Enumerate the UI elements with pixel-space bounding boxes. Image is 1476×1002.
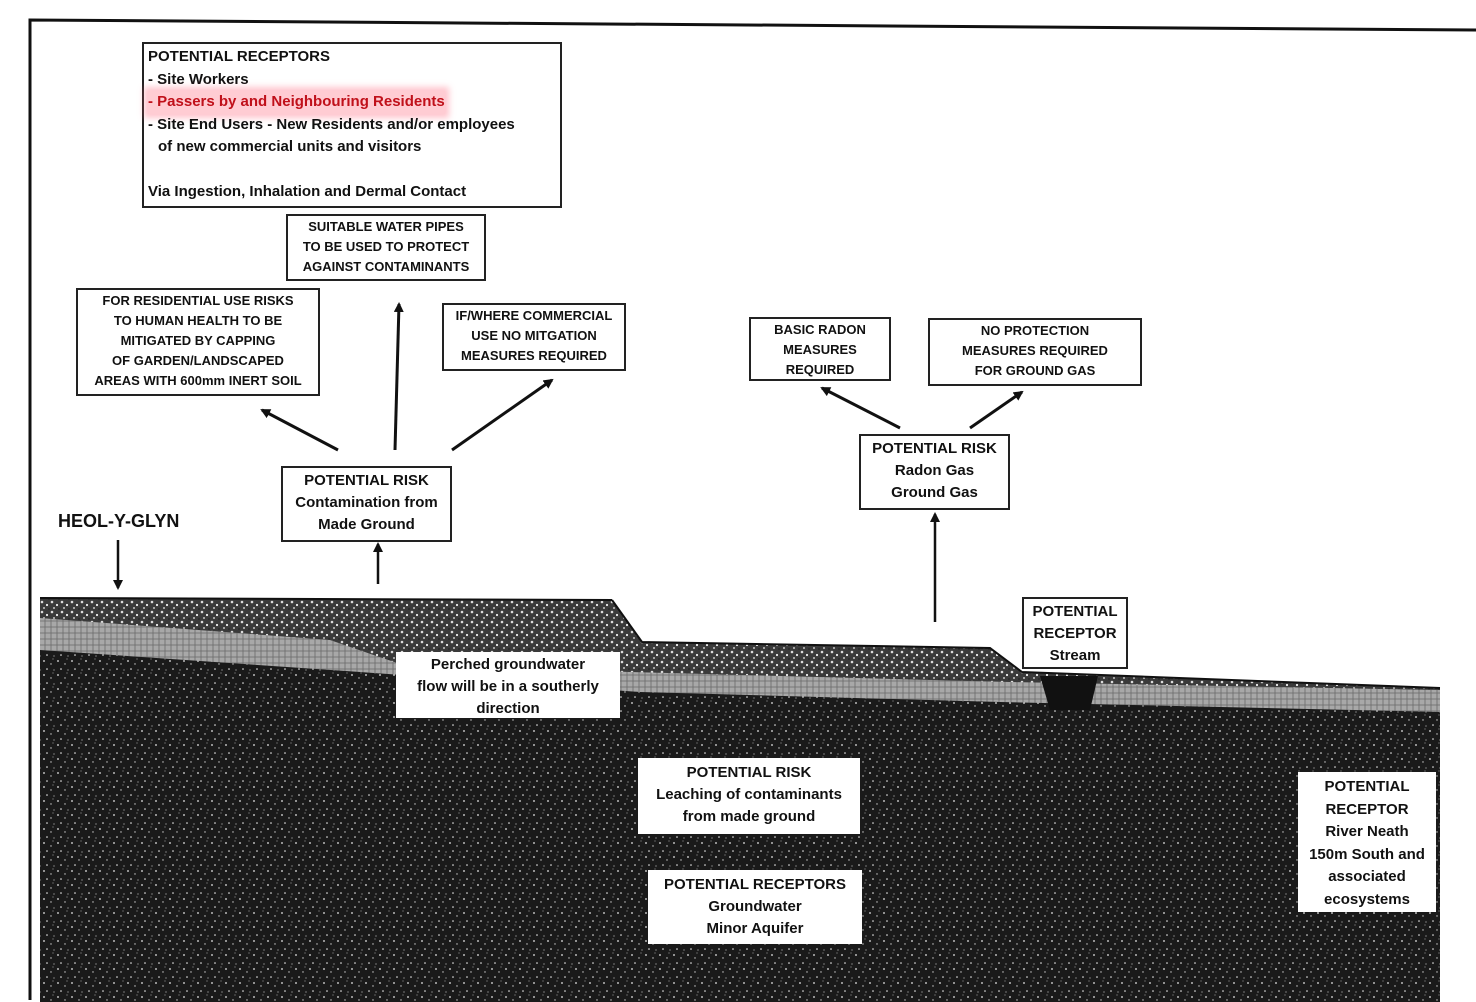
ground-surface-line bbox=[39, 597, 613, 601]
arrow-to-water-pipes bbox=[393, 302, 404, 451]
arrow-to-commercial bbox=[451, 378, 554, 452]
receptors-heading: POTENTIAL RECEPTORS bbox=[148, 48, 330, 65]
receptor-end-users: - Site End Users - New Residents and/or … bbox=[148, 115, 515, 133]
arrow-to-radon-measures bbox=[820, 386, 901, 430]
frame-border bbox=[28, 18, 1476, 1000]
receptor-stream-box: POTENTIAL RECEPTOR Stream bbox=[1022, 597, 1128, 669]
receptor-pathway: Via Ingestion, Inhalation and Dermal Con… bbox=[148, 182, 467, 200]
risk-radon-ground-gas-box: POTENTIAL RISK Radon Gas Ground Gas bbox=[859, 434, 1010, 510]
residential-mitigation-box: FOR RESIDENTIAL USE RISKS TO HUMAN HEALT… bbox=[76, 288, 320, 396]
stream-channel bbox=[1040, 676, 1098, 710]
receptor-end-users-cont: of new commercial units and visitors bbox=[158, 138, 422, 155]
receptor-site-workers: - Site Workers bbox=[148, 70, 249, 88]
ground-gas-box: NO PROTECTION MEASURES REQUIRED FOR GROU… bbox=[928, 318, 1142, 386]
receptor-neighbouring-residents: - Passers by and Neighbouring Residents bbox=[148, 91, 445, 114]
arrow-to-residential bbox=[260, 408, 339, 452]
water-pipes-box: SUITABLE WATER PIPES TO BE USED TO PROTE… bbox=[286, 214, 486, 281]
receptors-groundwater-box: POTENTIAL RECEPTORS Groundwater Minor Aq… bbox=[648, 870, 862, 944]
commercial-mitigation-box: IF/WHERE COMMERCIAL USE NO MITGATION MEA… bbox=[442, 303, 626, 371]
potential-receptors-box: POTENTIAL RECEPTORS - Site Workers - Pas… bbox=[142, 42, 562, 208]
receptor-river-box: POTENTIAL RECEPTOR River Neath 150m Sout… bbox=[1298, 772, 1436, 912]
perched-groundwater-box: Perched groundwater flow will be in a so… bbox=[396, 652, 620, 718]
risk-leaching-box: POTENTIAL RISK Leaching of contaminants … bbox=[638, 758, 860, 834]
radon-measures-box: BASIC RADON MEASURES REQUIRED bbox=[749, 317, 891, 381]
arrow-to-ground-gas bbox=[969, 390, 1024, 430]
risk-made-ground-box: POTENTIAL RISK Contamination from Made G… bbox=[281, 466, 452, 542]
location-label: HEOL-Y-GLYN bbox=[58, 511, 180, 531]
